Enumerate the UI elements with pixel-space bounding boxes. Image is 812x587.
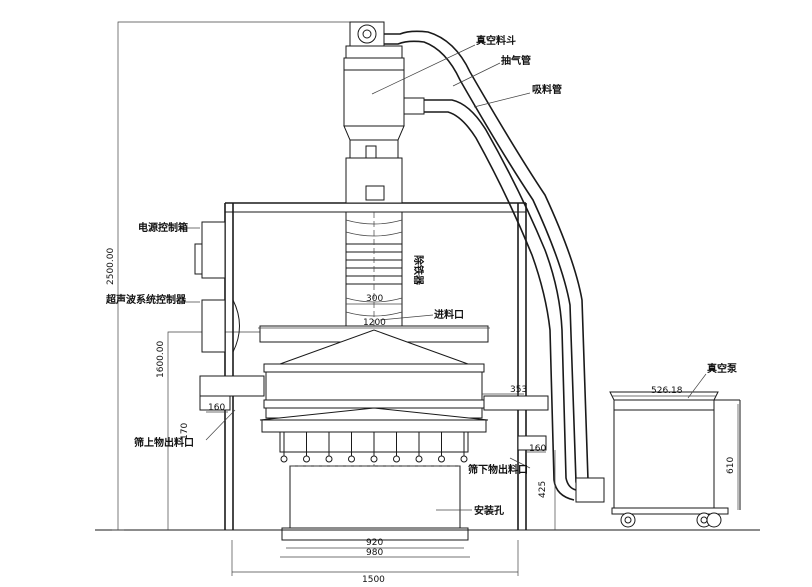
dim-610: 610 <box>726 457 736 474</box>
spring-foot <box>415 455 423 463</box>
dim-1200: 1200 <box>363 318 386 328</box>
spring-foot <box>280 455 288 463</box>
dim-980: 980 <box>366 548 383 558</box>
dim-300: 300 <box>366 294 383 304</box>
vacuum-pump <box>609 391 741 528</box>
label-magnet: 除铁器 <box>412 255 425 286</box>
spring-foot <box>393 455 400 463</box>
dim-353: 353 <box>510 385 527 395</box>
label-inlet: 进料口 <box>434 308 464 321</box>
height-dim-frame <box>117 21 360 530</box>
dim-170: 170 <box>180 423 190 440</box>
spring-foot <box>303 455 310 463</box>
suction-pipe <box>403 97 605 503</box>
dim-mid-height: 1600.00 <box>156 341 166 378</box>
label-exhaust-pipe: 抽气管 <box>501 54 531 67</box>
feed-pipe <box>345 212 403 470</box>
ultrasonic-controller <box>201 299 240 353</box>
label-upper-outlet: 筛上物出料口 <box>134 436 194 449</box>
dim-526: 526.18 <box>651 386 683 396</box>
base-column <box>281 465 469 541</box>
dim-425: 425 <box>538 481 548 498</box>
label-vacuum-pump: 真空泵 <box>707 362 738 375</box>
sieve-machine <box>199 325 549 453</box>
dim-160-right: 160 <box>529 444 546 454</box>
dim-160-left: 160 <box>208 403 225 413</box>
mid-height-dim-frame <box>167 331 260 530</box>
vacuum-hopper <box>343 21 405 204</box>
spring-foot <box>438 455 445 463</box>
label-install-hole: 安装孔 <box>474 504 504 517</box>
spring-foot <box>370 455 378 463</box>
label-ultrasonic-controller: 超声波系统控制器 <box>105 293 187 306</box>
dim-920: 920 <box>366 538 383 548</box>
spring-foot <box>460 455 468 463</box>
power-control-box <box>194 221 226 279</box>
spring-foot <box>325 455 333 463</box>
label-suction-pipe: 吸料管 <box>532 83 562 96</box>
dimension-lines <box>206 303 739 576</box>
label-lower-outlet: 筛下物出料口 <box>468 463 528 476</box>
dim-1500: 1500 <box>362 575 385 585</box>
dim-total-height: 2500.00 <box>106 248 116 285</box>
label-power-box: 电源控制箱 <box>138 221 188 234</box>
spring-feet <box>280 432 468 463</box>
spring-foot <box>348 455 355 463</box>
leader-lines <box>180 44 707 511</box>
label-vacuum-hopper: 真空料斗 <box>476 34 516 47</box>
